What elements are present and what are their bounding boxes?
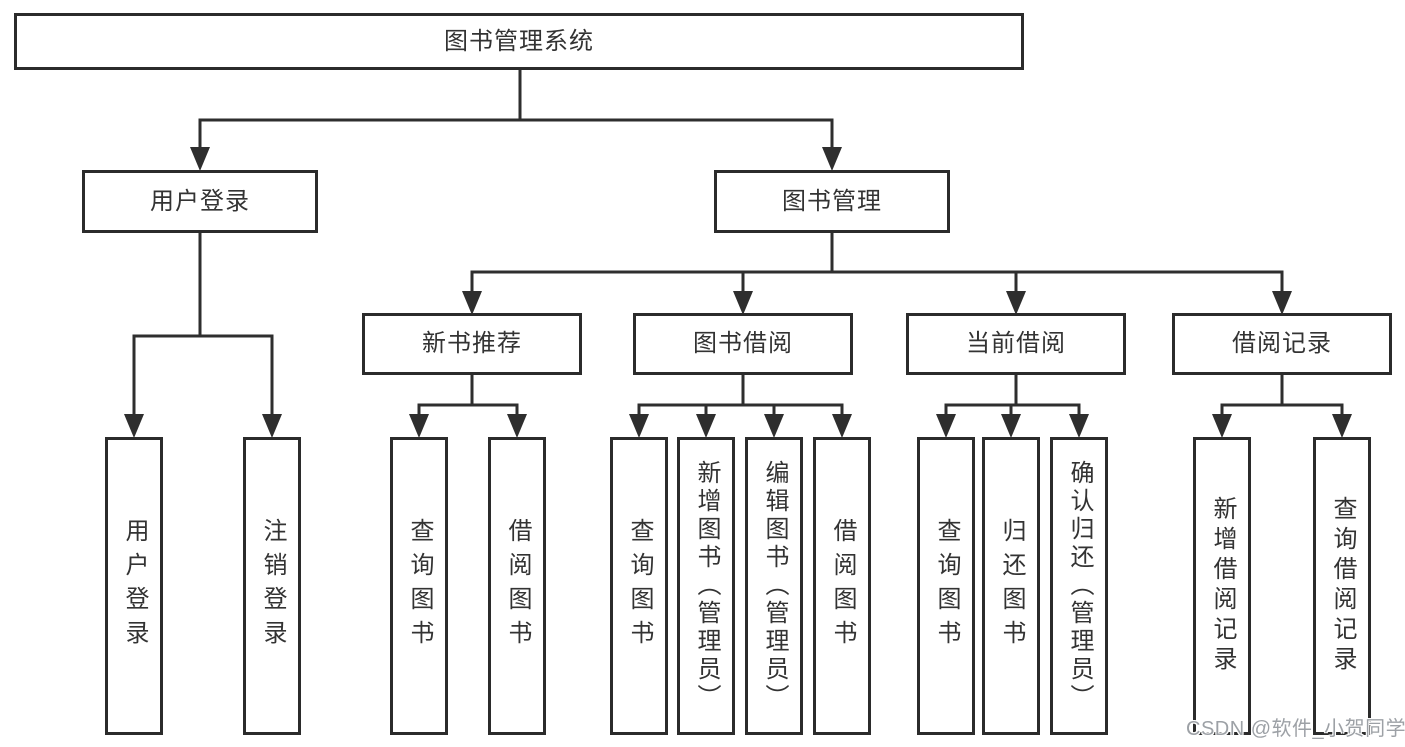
- leaf-user-login: 用户登录: [105, 437, 163, 735]
- arrowhead: [1272, 291, 1292, 315]
- arrowhead: [1069, 414, 1089, 438]
- leaf-query-books: 查询图书: [610, 437, 668, 735]
- leaf-edit-books-admin: 编辑图书（管理员）: [745, 437, 803, 735]
- connector-current-borrow: [944, 373, 1081, 419]
- node-book-borrow: 图书借阅: [633, 313, 853, 375]
- arrowhead: [507, 414, 527, 438]
- node-new-book-recommend: 新书推荐: [362, 313, 582, 375]
- leaf-add-books-admin: 新增图书（管理员）: [677, 437, 735, 735]
- arrowhead: [764, 414, 784, 438]
- arrowhead: [629, 414, 649, 438]
- node-borrow-records: 借阅记录: [1172, 313, 1392, 375]
- arrowhead: [696, 414, 716, 438]
- node-user-login: 用户登录: [82, 170, 318, 233]
- connector-root: [198, 68, 834, 152]
- arrowhead: [190, 147, 210, 171]
- arrowheads: [124, 147, 1352, 438]
- arrowhead: [822, 147, 842, 171]
- node-root: 图书管理系统: [14, 13, 1024, 70]
- arrowhead: [409, 414, 429, 438]
- arrowhead: [1001, 414, 1021, 438]
- arrowhead: [936, 414, 956, 438]
- connector-book-management: [470, 231, 1284, 296]
- arrowhead: [832, 414, 852, 438]
- leaf-query-books: 查询图书: [917, 437, 975, 735]
- connector-user-login: [132, 231, 274, 419]
- connector-borrow-records: [1220, 373, 1344, 419]
- connector-new-book-recommend: [417, 373, 519, 419]
- arrowhead: [733, 291, 753, 315]
- leaf-logout: 注销登录: [243, 437, 301, 735]
- leaf-add-borrow-record: 新增借阅记录: [1193, 437, 1251, 735]
- leaf-query-borrow-record: 查询借阅记录: [1313, 437, 1371, 735]
- arrowhead: [1212, 414, 1232, 438]
- arrowhead: [462, 291, 482, 315]
- leaf-borrow-books: 借阅图书: [488, 437, 546, 735]
- arrowhead: [124, 414, 144, 438]
- leaf-query-books: 查询图书: [390, 437, 448, 735]
- arrowhead: [1332, 414, 1352, 438]
- arrowhead: [262, 414, 282, 438]
- arrowhead: [1006, 291, 1026, 315]
- watermark: CSDN @软件_小贺同学: [1186, 718, 1405, 740]
- leaf-confirm-return-admin: 确认归还（管理员）: [1050, 437, 1108, 735]
- node-book-management: 图书管理: [714, 170, 950, 233]
- node-current-borrow: 当前借阅: [906, 313, 1126, 375]
- connector-book-borrow: [637, 373, 844, 419]
- leaf-borrow-books: 借阅图书: [813, 437, 871, 735]
- leaf-return-books: 归还图书: [982, 437, 1040, 735]
